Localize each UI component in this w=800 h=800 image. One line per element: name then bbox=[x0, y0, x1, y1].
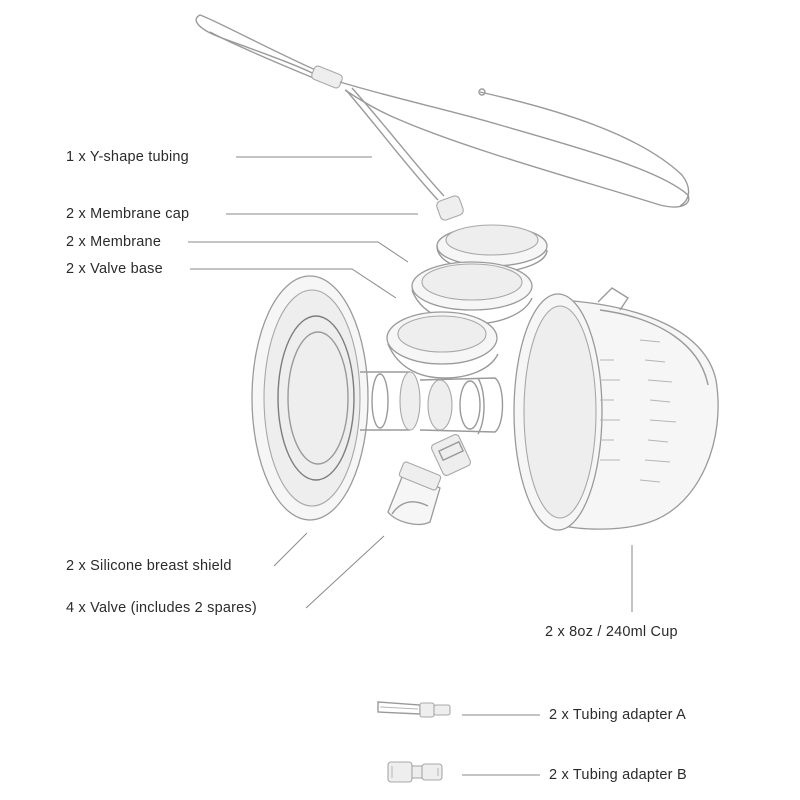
y-tubing-illustration bbox=[195, 14, 690, 208]
membrane-illustration bbox=[411, 261, 533, 325]
leader-membrane bbox=[188, 241, 409, 263]
label-valve: 4 x Valve (includes 2 spares) bbox=[66, 600, 257, 616]
leader-valve bbox=[305, 535, 385, 609]
breast-shield-illustration bbox=[251, 275, 504, 521]
leader-valve-base bbox=[190, 268, 397, 299]
label-adapter-a: 2 x Tubing adapter A bbox=[549, 707, 687, 723]
label-valve-base: 2 x Valve base bbox=[66, 261, 163, 277]
label-membrane-cap: 2 x Membrane cap bbox=[66, 206, 190, 222]
label-cup: 2 x 8oz / 240ml Cup bbox=[545, 624, 678, 640]
label-adapter-b: 2 x Tubing adapter B bbox=[549, 767, 687, 783]
cup-illustration bbox=[513, 287, 719, 531]
tubing-adapter-a-illustration bbox=[377, 701, 451, 718]
valve-illustration bbox=[387, 434, 472, 526]
membrane-cap-illustration bbox=[436, 195, 548, 273]
leader-lines bbox=[188, 156, 633, 776]
label-membrane: 2 x Membrane bbox=[66, 234, 162, 250]
tubing-adapter-b-illustration bbox=[387, 761, 443, 783]
valve-base-illustration bbox=[386, 311, 499, 379]
label-y-tubing: 1 x Y-shape tubing bbox=[66, 149, 189, 165]
label-breast-shield: 2 x Silicone breast shield bbox=[66, 558, 232, 574]
leader-breast-shield bbox=[273, 532, 308, 567]
